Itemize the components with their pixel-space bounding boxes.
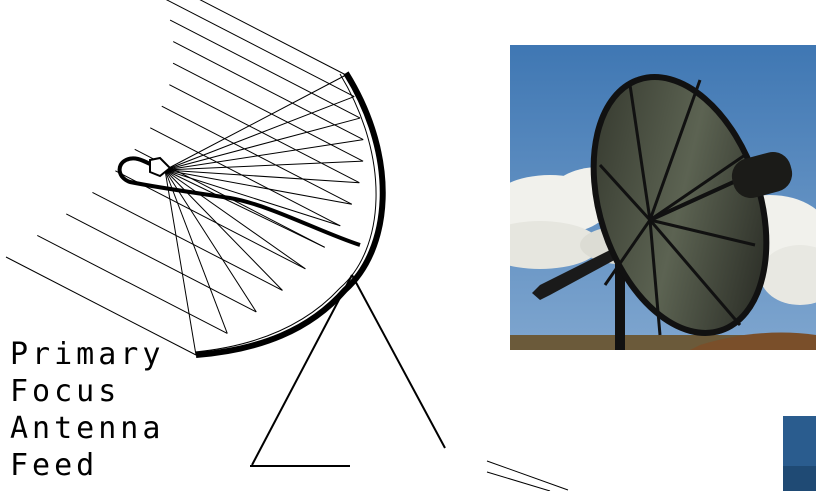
caption-line: Focus	[10, 373, 164, 410]
incoming-ray	[92, 192, 282, 290]
satellite-dish-photo	[510, 45, 816, 350]
stray-lines	[487, 461, 568, 491]
reflected-ray	[165, 170, 340, 226]
incoming-ray	[37, 235, 227, 333]
reflector-inner-edge	[195, 74, 376, 352]
reflected-ray	[165, 170, 359, 183]
photo-fragment	[783, 416, 816, 491]
incoming-ray	[156, 0, 346, 75]
reflected-ray	[165, 170, 305, 269]
incoming-rays	[6, 0, 363, 355]
diagram-caption: Primary Focus Antenna Feed	[10, 336, 164, 484]
caption-line: Primary	[10, 336, 164, 373]
incoming-ray	[162, 106, 352, 204]
incoming-ray	[169, 85, 359, 183]
reflected-rays	[165, 75, 363, 355]
caption-line: Antenna	[10, 410, 164, 447]
incoming-ray	[173, 63, 363, 161]
antenna-mount	[250, 275, 445, 466]
incoming-ray	[170, 20, 360, 118]
reflected-ray	[165, 170, 196, 355]
caption-line: Feed	[10, 447, 164, 484]
incoming-ray	[164, 0, 354, 97]
